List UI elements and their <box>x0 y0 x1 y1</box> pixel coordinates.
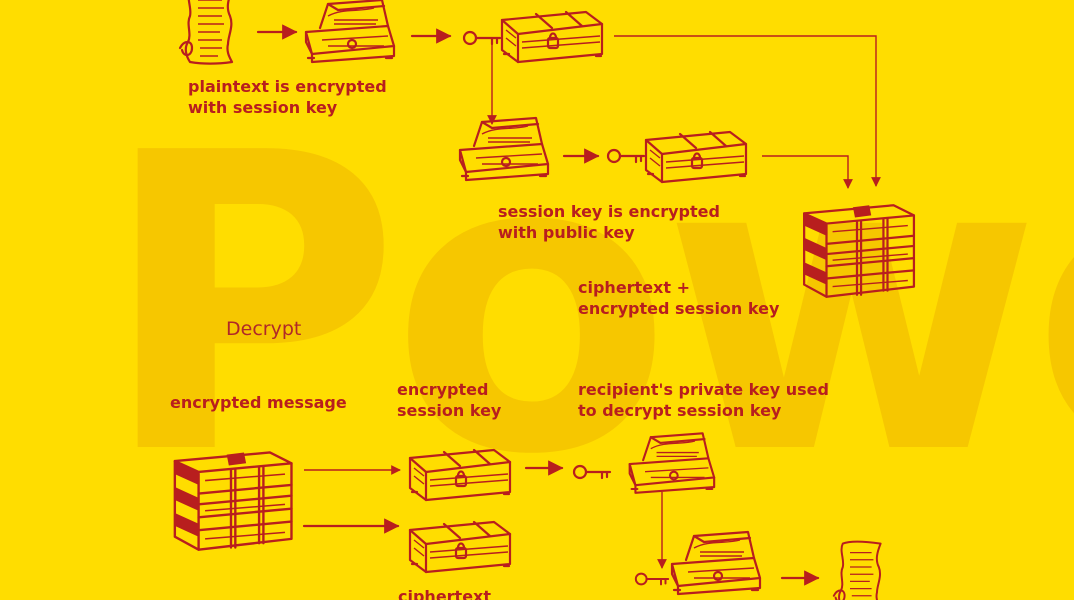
label-session-key-encrypted: session key is encrypted with public key <box>498 202 720 242</box>
encrypted-message-bundle-icon <box>173 451 293 551</box>
open-chest-icon <box>304 0 396 64</box>
ciphertext-box-icon <box>408 520 512 574</box>
encrypted-session-key-chest-icon <box>644 130 748 184</box>
plaintext-scroll-icon <box>178 0 234 65</box>
session-key-icon <box>462 30 502 46</box>
label-encrypted-message: encrypted message <box>170 393 347 412</box>
session-key-bottom-icon <box>634 572 670 586</box>
decrypted-message-chest-icon <box>670 530 762 596</box>
label-encrypted-session-key: encrypted session key <box>397 380 502 420</box>
session-key-chest-icon <box>458 116 550 182</box>
label-plaintext-encrypted: plaintext is encrypted with session key <box>188 77 387 117</box>
locked-chest-icon <box>500 10 604 64</box>
decrypt-heading: Decrypt <box>226 318 302 340</box>
label-ciphertext-bottom: ciphertext <box>398 587 492 600</box>
label-private-key-used: recipient's private key used to decrypt … <box>578 380 829 420</box>
decrypted-session-key-chest-icon <box>628 432 716 495</box>
public-key-icon <box>606 148 646 164</box>
recovered-plaintext-scroll-icon <box>832 540 882 600</box>
label-ciphertext-plus: ciphertext + encrypted session key <box>578 278 780 318</box>
private-key-icon <box>572 464 612 480</box>
ciphertext-bundle-icon <box>802 204 916 298</box>
watermark-text: Power <box>100 66 1074 544</box>
encrypted-session-key-box-icon <box>408 448 512 502</box>
